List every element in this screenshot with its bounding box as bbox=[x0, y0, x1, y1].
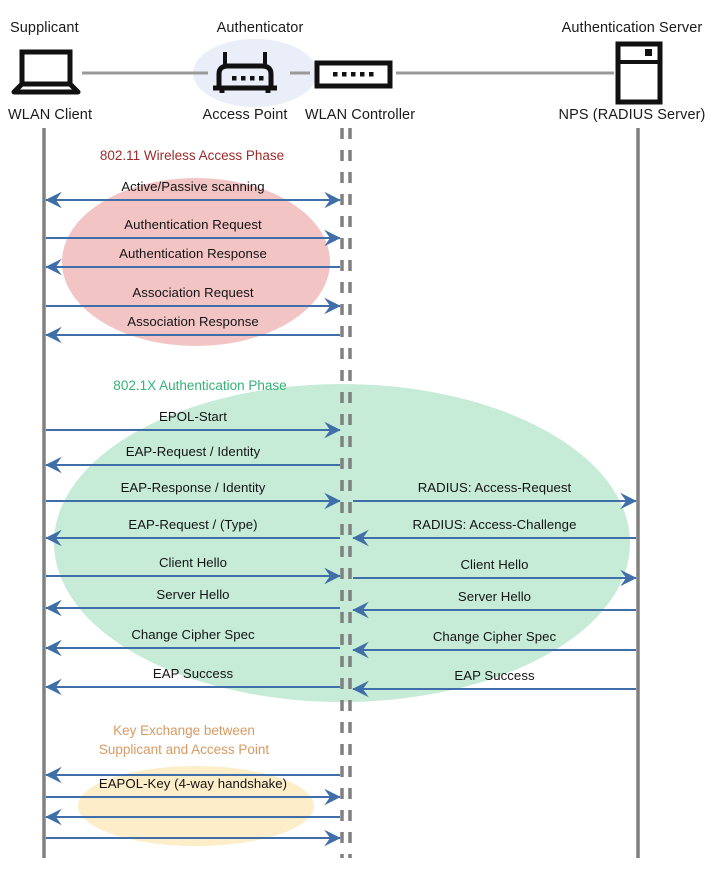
wireless-router-icon bbox=[213, 52, 277, 93]
message-label: EAP Success bbox=[454, 668, 535, 683]
message-label: Server Hello bbox=[457, 589, 532, 604]
message-label: EAP-Request / Identity bbox=[125, 444, 261, 459]
actor-role-supplicant: Supplicant bbox=[10, 20, 79, 36]
network-switch-icon bbox=[314, 60, 393, 89]
message-label: EAP-Response / Identity bbox=[120, 480, 266, 495]
message-label: EPOL-Start bbox=[159, 409, 227, 424]
router-led-dots bbox=[232, 76, 264, 81]
phase-label-key-exchange-line2: Supplicant and Access Point bbox=[98, 742, 270, 757]
actor-device-wlan-client: WLAN Client bbox=[8, 107, 93, 123]
message-label: Authentication Request bbox=[124, 217, 262, 232]
phase-label-key-exchange-line1: Key Exchange between bbox=[113, 723, 255, 738]
message-label: Active/Passive scanning bbox=[121, 179, 265, 194]
message-label: Client Hello bbox=[460, 557, 529, 572]
laptop-icon bbox=[11, 49, 81, 95]
message-label: Association Request bbox=[132, 285, 254, 300]
message-label: RADIUS: Access-Challenge bbox=[412, 517, 577, 532]
message-label: RADIUS: Access-Request bbox=[417, 480, 572, 495]
actor-device-access-point: Access Point bbox=[202, 107, 288, 123]
phase-ellipse-key-exchange bbox=[78, 766, 314, 846]
phase-label-8021x-authentication: 802.1X Authentication Phase bbox=[113, 378, 287, 393]
actor-role-authentication-server: Authentication Server bbox=[561, 20, 703, 36]
message-label: Server Hello bbox=[156, 587, 230, 602]
actor-role-authenticator: Authenticator bbox=[216, 20, 304, 36]
message-label: EAP-Request / (Type) bbox=[128, 517, 258, 532]
phase-ellipse-8021x bbox=[54, 384, 630, 702]
message-label: Change Cipher Spec bbox=[131, 627, 255, 642]
phase-label-key-exchange: Key Exchange between Supplicant and Acce… bbox=[99, 721, 269, 759]
actor-device-nps-radius-server: NPS (RADIUS Server) bbox=[558, 107, 706, 123]
phase-label-wireless-access: 802.11 Wireless Access Phase bbox=[99, 148, 285, 163]
actor-device-wlan-controller: WLAN Controller bbox=[304, 107, 416, 123]
message-label: Authentication Response bbox=[119, 246, 267, 261]
phase-ellipse-wireless bbox=[62, 178, 330, 346]
message-label: EAPOL-Key (4-way handshake) bbox=[98, 776, 288, 791]
message-label: Client Hello bbox=[158, 555, 228, 570]
server-rack-icon bbox=[615, 41, 663, 105]
message-label: Association Response bbox=[127, 314, 259, 329]
message-label: Change Cipher Spec bbox=[432, 629, 557, 644]
message-label: EAP Success bbox=[152, 666, 234, 681]
